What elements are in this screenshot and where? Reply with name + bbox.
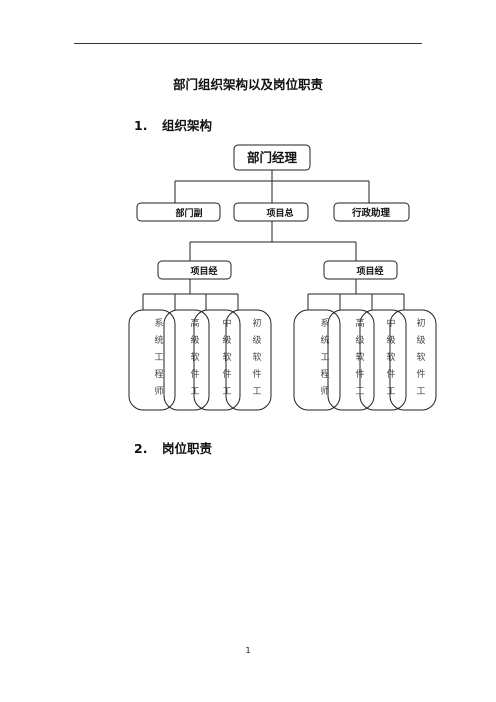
- page-number: 1: [245, 646, 251, 655]
- org-node-deputy: [136, 202, 221, 222]
- role-label: 中级软件工: [386, 317, 395, 397]
- org-node-root-label: 部门经理: [247, 150, 298, 165]
- section-number: 1.: [134, 118, 148, 133]
- section-heading-1: 1. 组织架构: [134, 115, 212, 134]
- document-title: 部门组织架构以及岗位职责: [172, 77, 323, 92]
- section-title: 组织架构: [162, 118, 213, 133]
- role-label: 初级软件工: [252, 317, 261, 397]
- org-node-project-director: [233, 202, 309, 222]
- section-number: 2.: [134, 441, 148, 456]
- role-pill: [293, 309, 341, 411]
- org-node-project-director-label: 项目总: [266, 207, 293, 219]
- org-node-admin-assistant: [333, 202, 410, 222]
- org-node-project-manager-right-label: 项目经: [356, 265, 383, 277]
- role-label: 高级软件工: [355, 317, 364, 397]
- org-node-project-manager-left-label: 项目经: [190, 265, 217, 277]
- role-label: 初级软件工: [416, 317, 425, 397]
- org-node-project-manager-right: [323, 260, 398, 280]
- role-pill: [327, 309, 375, 411]
- role-pill: [225, 309, 272, 411]
- role-pill: [389, 309, 437, 411]
- role-label: 系统工程师: [154, 318, 163, 397]
- role-label: 中级软件工: [222, 317, 231, 397]
- header-rule: [74, 43, 422, 44]
- role-pill: [193, 309, 241, 411]
- role-pill: [128, 309, 176, 411]
- role-pill: [163, 309, 210, 411]
- org-node-root: [233, 144, 311, 171]
- section-heading-2: 2. 岗位职责: [134, 438, 212, 457]
- role-label: 高级软件工: [190, 317, 199, 397]
- org-node-admin-assistant-label: 行政助理: [351, 207, 391, 219]
- org-node-project-manager-left: [157, 260, 232, 280]
- role-labels: 系统工程师 高级软件工 中级软件工 初级软件工 系统工程师 高级软件工 中级软件工 初级软件工: [154, 317, 425, 397]
- role-label: 系统工程师: [320, 318, 329, 397]
- role-pill: [359, 309, 407, 411]
- section-title: 岗位职责: [162, 441, 213, 456]
- org-node-deputy-label: 部门副: [175, 207, 202, 219]
